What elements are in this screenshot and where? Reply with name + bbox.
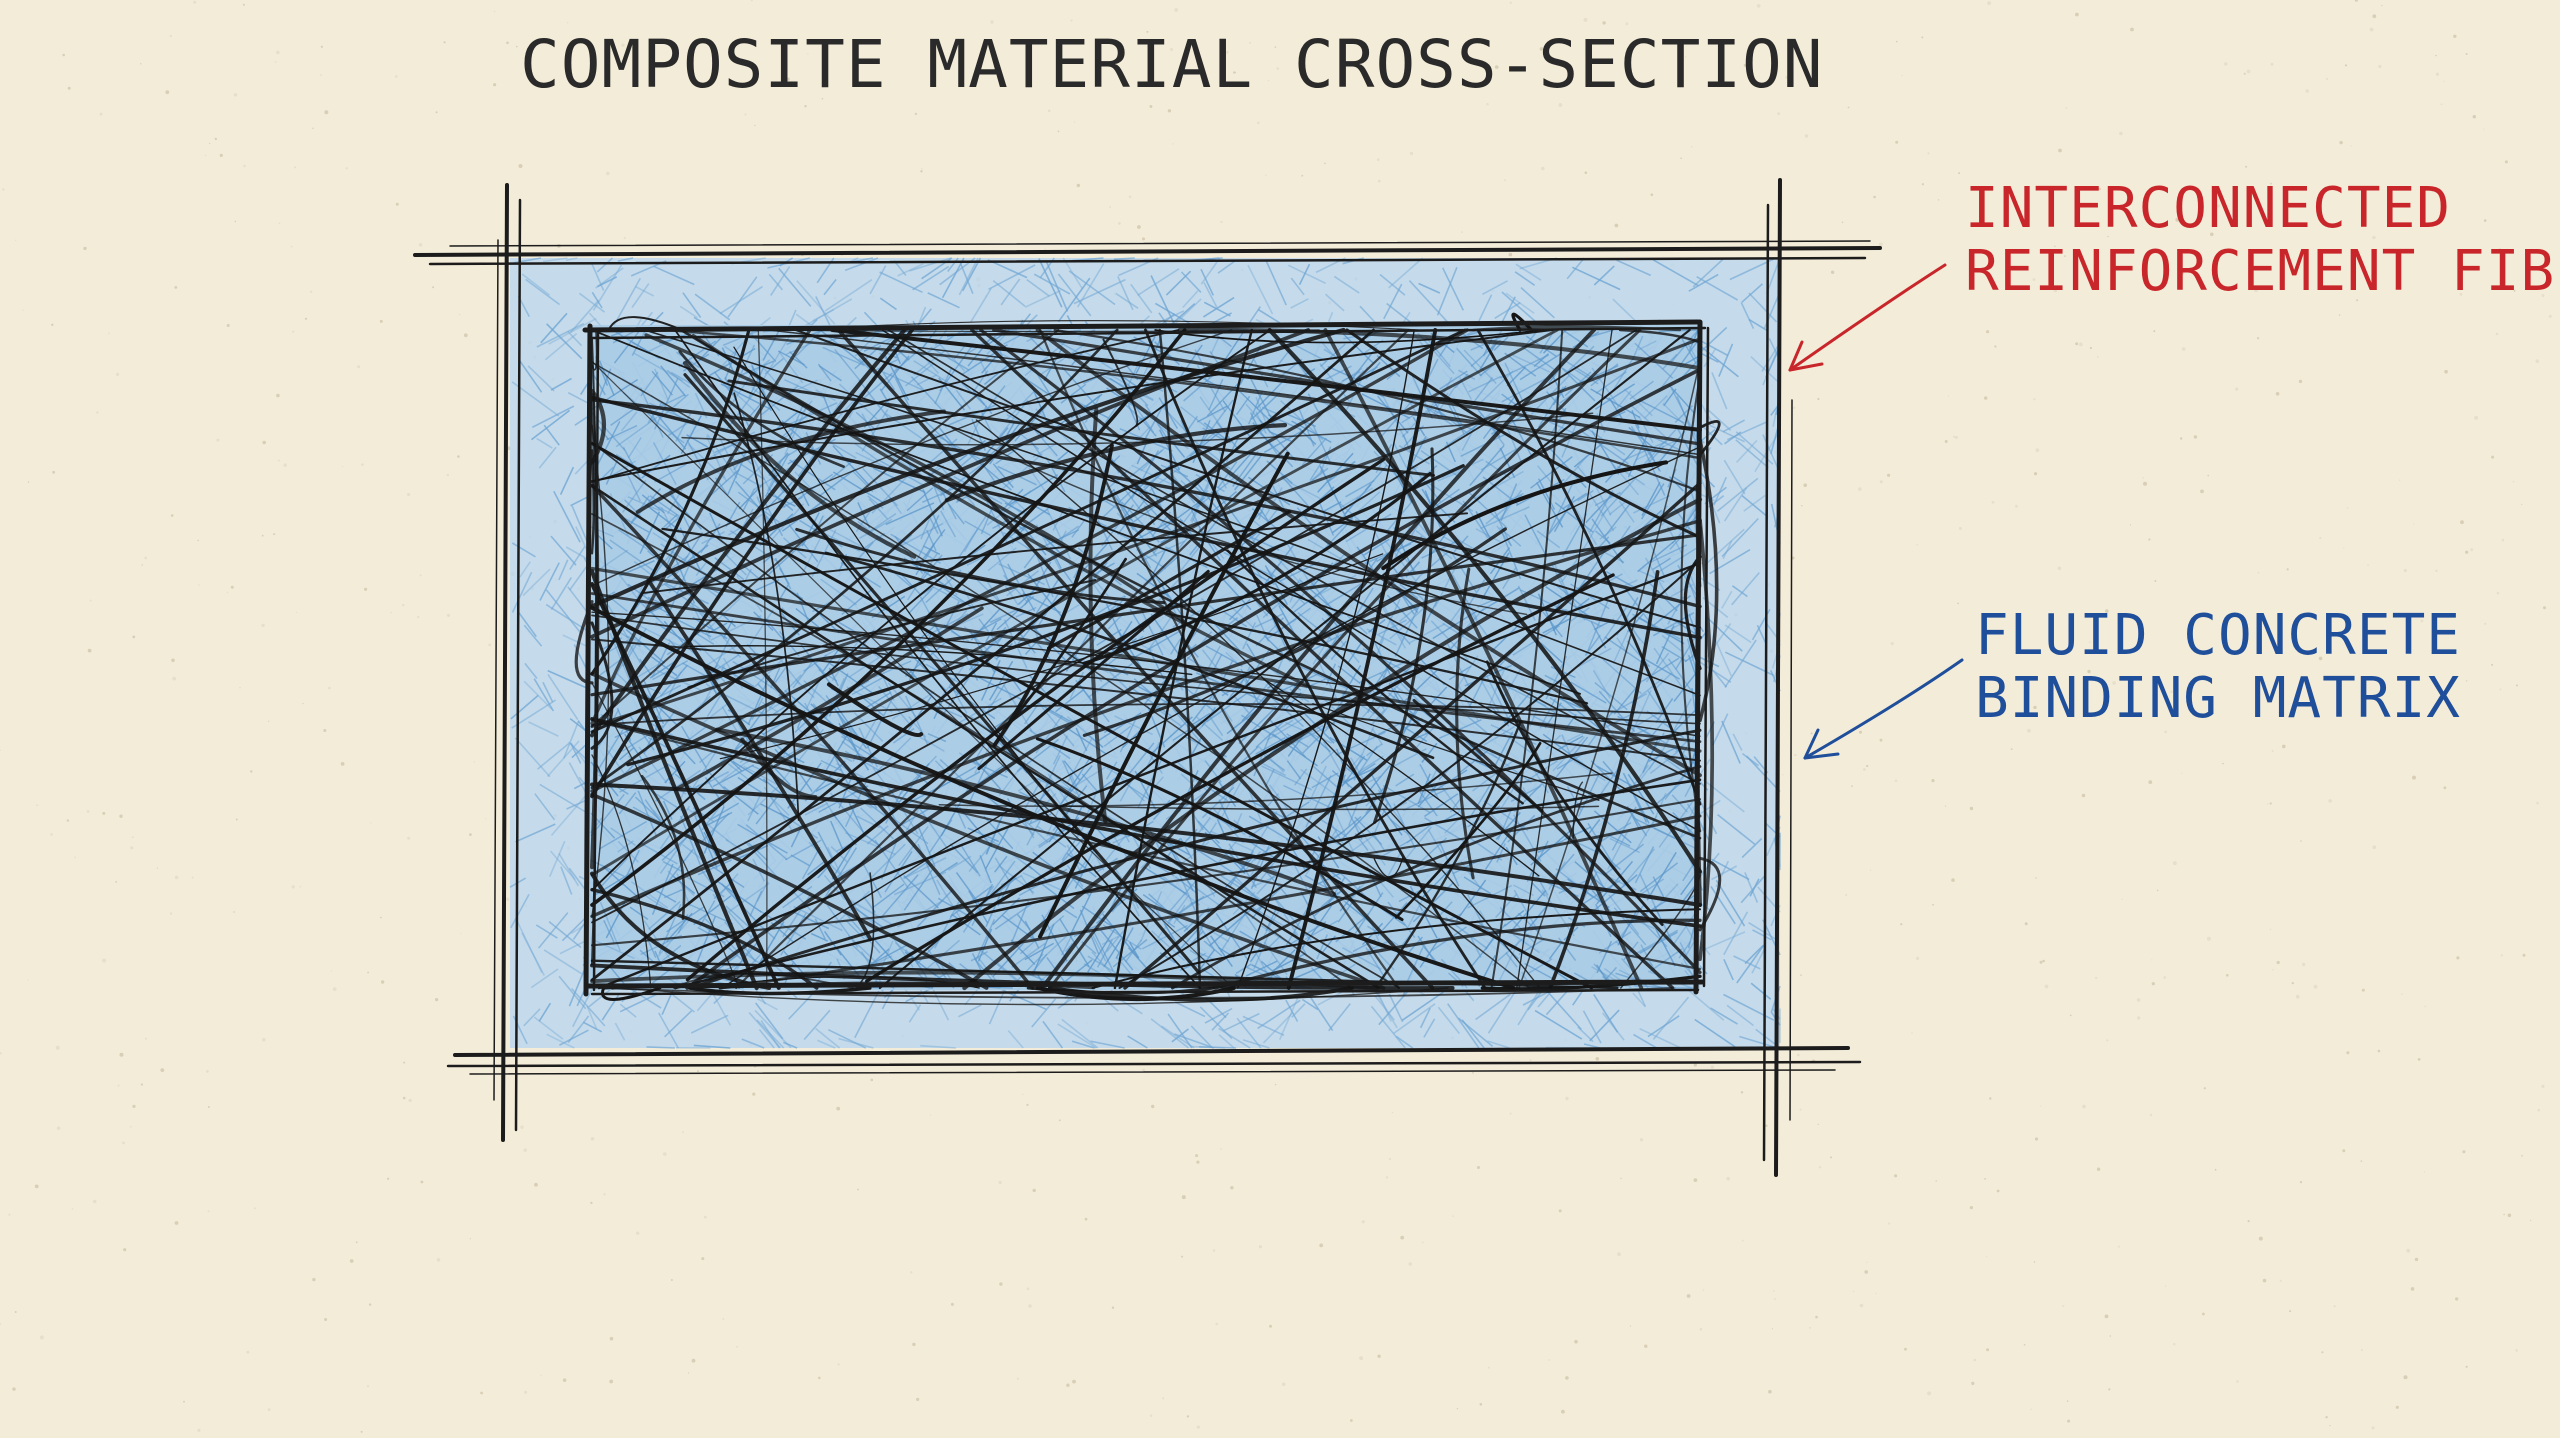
outer-frame [413, 178, 1882, 1177]
fibers-arrow [1788, 263, 1947, 372]
matrix-label-line-1: FLUID CONCRETE [1975, 603, 2462, 668]
fibers-label: INTERCONNECTED REINFORCEMENT FIBERS [1965, 176, 2560, 304]
fibers-label-line-2: REINFORCEMENT FIBERS [1965, 238, 2560, 304]
matrix-label-line-2: BINDING MATRIX [1975, 665, 2462, 731]
inner-frame [582, 319, 1710, 997]
diagram-title: COMPOSITE MATERIAL CROSS-SECTION [520, 26, 1824, 103]
fibers-label-line-1: INTERCONNECTED [1965, 176, 2452, 241]
matrix-arrow [1803, 658, 1964, 760]
matrix-label: FLUID CONCRETE BINDING MATRIX [1975, 603, 2462, 731]
